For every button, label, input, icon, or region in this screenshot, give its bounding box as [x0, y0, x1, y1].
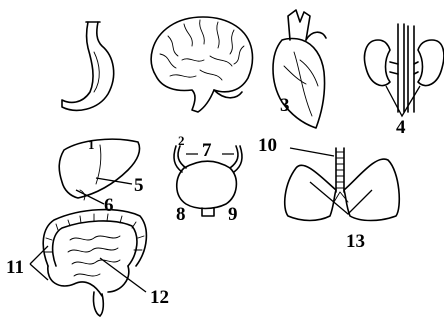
label-13-lungs: 13	[346, 232, 365, 251]
kidneys-drawing	[365, 24, 444, 116]
label-11-large-intestine: 11	[6, 258, 24, 277]
label-3-heart: 3	[280, 96, 290, 115]
label-1-stomach: 1	[88, 138, 95, 151]
label-6-gallbladder: 6	[104, 196, 114, 215]
liver-drawing	[59, 139, 139, 204]
intestines-drawing	[30, 210, 146, 316]
label-2-brain: 2	[178, 134, 185, 147]
label-5-liver: 5	[134, 176, 144, 195]
label-9-urethra: 9	[228, 205, 238, 224]
label-10-trachea: 10	[258, 136, 277, 155]
label-8-bladder: 8	[176, 205, 186, 224]
stomach-drawing	[62, 22, 114, 110]
label-12-small-intestine: 12	[150, 288, 169, 307]
brain-drawing	[151, 17, 252, 112]
lungs-drawing	[285, 148, 400, 221]
label-4-kidneys: 4	[396, 118, 406, 137]
label-7-ureters: 7	[202, 141, 212, 160]
